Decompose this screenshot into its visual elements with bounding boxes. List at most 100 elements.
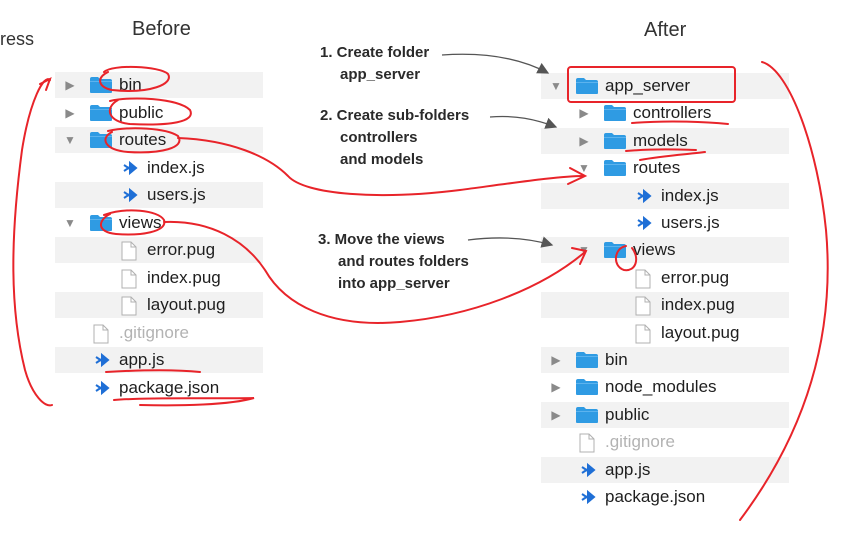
tree-row[interactable]: index.js [541, 182, 789, 210]
tree-row[interactable]: index.js [55, 155, 263, 181]
tree-row[interactable]: ▶public [55, 100, 263, 126]
tree-item-label: views [633, 240, 676, 260]
tree-row[interactable]: error.pug [55, 237, 263, 263]
folder-icon [575, 406, 599, 429]
tree-item-label: controllers [633, 103, 712, 123]
step-2-line-3: and models [340, 151, 424, 168]
file-icon [635, 296, 651, 321]
tree-row[interactable]: app.js [541, 456, 789, 484]
folder-icon [575, 77, 599, 100]
tree-row[interactable]: users.js [541, 210, 789, 236]
tree-item-label: package.json [119, 377, 220, 397]
tree-item-label: bin [605, 350, 628, 369]
file-icon [635, 269, 651, 294]
tree-item-label: users.js [661, 213, 720, 232]
tree-row[interactable]: ▶ bin [55, 72, 263, 98]
tree-item-label: index.js [147, 157, 205, 177]
tree-row[interactable]: ▼ views [541, 237, 789, 264]
step-3-arrow [467, 236, 554, 248]
cut-off-text: ress [0, 29, 35, 49]
tree-row[interactable]: layout.pug [55, 292, 263, 318]
disclosure-open-icon[interactable]: ▼ [578, 161, 590, 176]
file-icon [579, 433, 595, 458]
folder-icon [603, 159, 627, 182]
tree-item-label: views [119, 212, 162, 232]
tree-row[interactable]: index.pug [55, 265, 263, 291]
tree-item-label: app_server [605, 76, 691, 95]
tree-row[interactable]: users.js [55, 182, 263, 208]
tree-row[interactable]: error.pug [541, 265, 789, 291]
tree-item-label: error.pug [147, 240, 216, 259]
tree-item-label: .gitignore [119, 322, 189, 342]
tree-item-label: bin [119, 75, 142, 94]
red-arrowhead-left [39, 76, 52, 91]
tree-row[interactable]: .gitignore [55, 320, 263, 346]
disclosure-closed-icon[interactable]: ▶ [551, 407, 561, 422]
file-icon [121, 269, 137, 294]
tree-item-label: routes [633, 158, 681, 178]
tree-row[interactable]: package.json [541, 484, 789, 510]
tree-item-label: error.pug [661, 267, 730, 287]
tree-row[interactable]: ▶models [541, 127, 789, 155]
step-1-line-2: app_server [340, 66, 421, 83]
folder-icon [89, 214, 113, 237]
disclosure-closed-icon[interactable]: ▶ [551, 353, 561, 367]
disclosure-open-icon[interactable]: ▼ [64, 215, 76, 230]
vscode-file-icon [121, 159, 139, 182]
file-icon [635, 324, 651, 349]
before-heading: Before [132, 18, 191, 40]
file-icon [121, 296, 137, 321]
file-icon [93, 324, 109, 349]
tree-row[interactable]: app.js [55, 347, 263, 373]
tree-row[interactable]: ▶ public [541, 401, 789, 429]
step-1-arrow [441, 53, 550, 74]
tree-item-label: layout.pug [661, 322, 740, 342]
disclosure-open-icon[interactable]: ▼ [64, 133, 76, 147]
tree-item-label: node_modules [605, 377, 717, 397]
tree-item-label: app.js [605, 459, 651, 479]
step-3-line-3: into app_server [338, 275, 450, 292]
tree-row[interactable]: ▼ views [55, 210, 263, 236]
step-2-line-2: controllers [340, 129, 418, 146]
tree-item-label: .gitignore [605, 432, 675, 452]
vscode-file-icon [579, 488, 597, 511]
step-2-label: 2. Create sub-folders controllers and mo… [320, 105, 469, 171]
vscode-file-icon [579, 461, 597, 484]
tree-row[interactable]: ▼ app_server [541, 73, 789, 99]
disclosure-closed-icon[interactable]: ▶ [551, 380, 561, 395]
vscode-file-icon [635, 187, 653, 210]
disclosure-closed-icon[interactable]: ▶ [65, 78, 75, 92]
disclosure-open-icon[interactable]: ▼ [550, 79, 562, 93]
tree-row[interactable]: ▶ node_modules [541, 374, 789, 400]
tree-row[interactable]: package.json [55, 375, 263, 401]
folder-icon [89, 131, 113, 154]
folder-icon [575, 378, 599, 401]
disclosure-closed-icon[interactable]: ▶ [579, 133, 589, 148]
disclosure-closed-icon[interactable]: ▶ [65, 105, 75, 120]
tree-item-label: users.js [147, 185, 206, 204]
red-bracket-left [12, 78, 53, 407]
disclosure-open-icon[interactable]: ▼ [578, 243, 590, 258]
tree-item-label: layout.pug [147, 295, 226, 314]
tree-row[interactable]: ▼ routes [541, 155, 789, 181]
tree-item-label: package.json [605, 487, 706, 506]
tree-row[interactable]: index.pug [541, 292, 789, 321]
tree-item-label: index.pug [147, 267, 221, 287]
folder-icon [603, 241, 627, 264]
tree-row[interactable]: ▶ controllers [541, 100, 789, 126]
tree-row[interactable]: .gitignore [541, 429, 789, 455]
folder-icon [575, 351, 599, 374]
tree-item-label: public [605, 404, 650, 424]
folder-icon [603, 132, 627, 155]
step-3-line-1: 3. Move the views [318, 231, 445, 248]
folder-icon [603, 104, 627, 127]
vscode-file-icon [635, 214, 653, 237]
tree-row[interactable]: ▶ bin [541, 347, 789, 373]
tree-row[interactable]: layout.pug [541, 320, 789, 346]
tree-row[interactable]: ▼routes [55, 127, 263, 153]
tree-item-label: index.pug [661, 295, 735, 315]
disclosure-closed-icon[interactable]: ▶ [579, 106, 589, 121]
folder-icon [89, 76, 113, 99]
file-icon [121, 241, 137, 266]
folder-icon [89, 104, 113, 127]
